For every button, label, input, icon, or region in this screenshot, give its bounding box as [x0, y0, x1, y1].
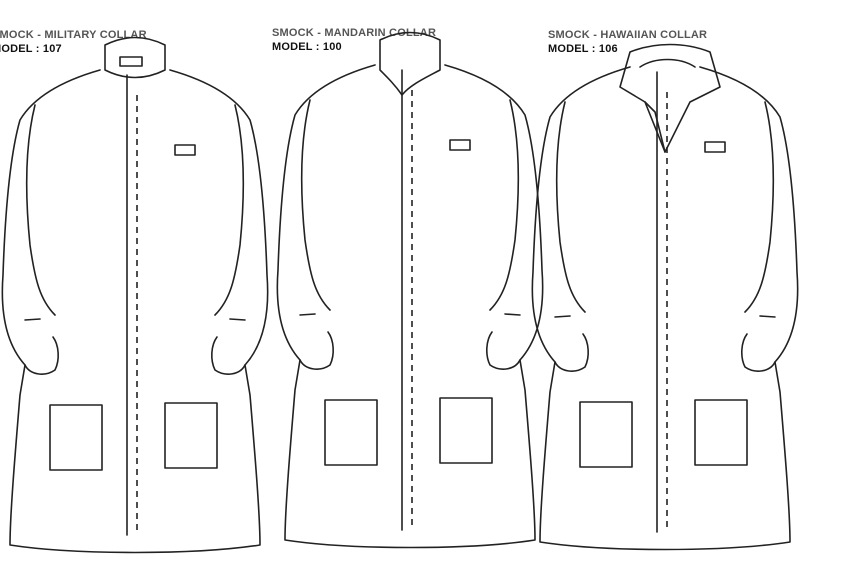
- smock-label-hawaiian: SMOCK - HAWAIIAN COLLAR MODEL : 106: [548, 28, 707, 56]
- smock-model: MODEL : 107: [0, 43, 62, 55]
- smock-model: MODEL : 100: [272, 41, 342, 53]
- smock-military-drawing: [1, 36, 269, 554]
- smock-title: SMOCK - MANDARIN COLLAR: [272, 27, 437, 39]
- smock-model: MODEL : 106: [548, 43, 618, 55]
- smock-hawaiian-drawing: [531, 43, 799, 551]
- smock-label-mandarin: SMOCK - MANDARIN COLLAR MODEL : 100: [272, 26, 436, 54]
- smock-label-military: SMOCK - MILITARY COLLAR MODEL : 107: [0, 28, 147, 56]
- smock-mandarin-drawing: [276, 31, 544, 549]
- smock-title: SMOCK - HAWAIIAN COLLAR: [548, 29, 708, 41]
- smock-title: SMOCK - MILITARY COLLAR: [0, 29, 147, 41]
